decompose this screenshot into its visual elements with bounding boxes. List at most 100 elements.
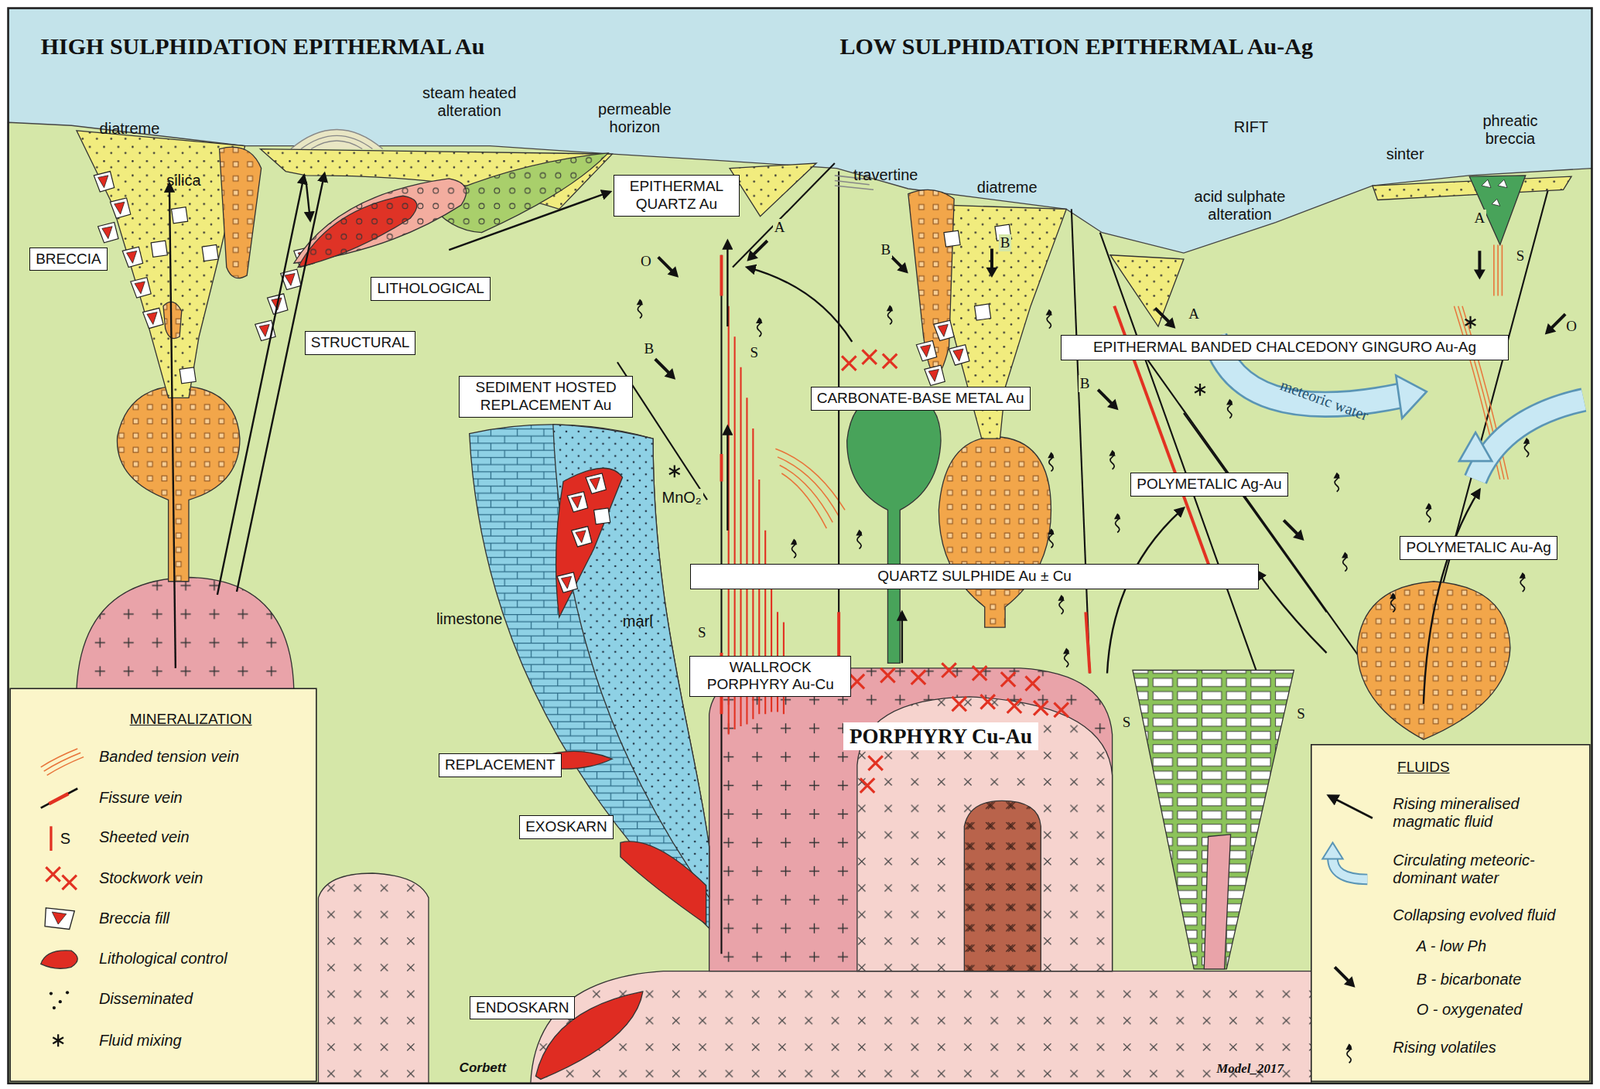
box-text: ENDOSKARN	[475, 999, 569, 1018]
legend-symbol	[1328, 796, 1373, 819]
stockwork	[861, 349, 876, 364]
place-label: travertine	[853, 166, 918, 185]
place-label: meteoric water	[1278, 376, 1371, 424]
rising-volatiles	[1108, 450, 1115, 470]
legend-symbol	[1332, 857, 1368, 880]
fluid-mixing-symbol	[1465, 316, 1477, 329]
batholith	[530, 971, 1312, 1084]
deposit-box: EXOSKARN	[519, 815, 614, 840]
collapsing-fluid-arrows	[655, 240, 1566, 541]
legend-label: Stockwork vein	[99, 869, 204, 888]
box-text: CARBONATE-BASE METAL Au	[817, 389, 1025, 408]
collapsing-fluid-arrows	[977, 249, 1006, 278]
legend-symbol	[1345, 1043, 1352, 1064]
stockwork	[1053, 703, 1068, 718]
legend-symbol	[41, 748, 84, 776]
porphyry-intrusion	[709, 668, 1113, 972]
breccia-clasts	[93, 171, 114, 192]
sediment-host	[585, 473, 606, 494]
batholith	[317, 873, 428, 1084]
central-veins	[719, 255, 723, 715]
fluid-letter: S	[1295, 705, 1307, 723]
rising-volatiles	[1425, 502, 1432, 523]
box-text: POLYMETALIC Au-Ag	[1405, 539, 1551, 558]
stockwork	[1025, 676, 1040, 691]
breccia-clasts	[93, 171, 315, 384]
rift-zone	[1071, 208, 1091, 674]
rift-zone	[1110, 255, 1184, 327]
box-text: QUARTZ SULPHIDE Au ± Cu	[698, 567, 1250, 586]
place-label: marl	[622, 612, 653, 631]
fluid-arrows	[236, 173, 325, 592]
legend-label: Rising mineralised magmatic fluid	[1392, 795, 1582, 831]
box-text: LITHOLOGICAL	[376, 280, 484, 298]
central-diatreme	[916, 341, 937, 362]
deposit-box: WALLROCK PORPHYRY Au-Cu	[689, 656, 852, 698]
collapsing-fluid-arrows	[1097, 389, 1118, 411]
legend-symbol	[41, 789, 78, 809]
collapsing-fluid-arrows	[1465, 250, 1495, 280]
fluid-letter: S	[1514, 247, 1527, 265]
meteoric-water-arrows	[1475, 400, 1584, 480]
credit: Model_2017	[1216, 1061, 1284, 1077]
collapsing-fluid-arrows	[1283, 520, 1304, 541]
fluid-arrows	[726, 240, 729, 327]
legend-symbol	[52, 1034, 64, 1047]
rising-volatiles	[1523, 437, 1530, 458]
fluid-arrows	[901, 611, 903, 664]
rising-volatiles	[1389, 592, 1396, 612]
central-diatreme	[908, 189, 954, 376]
legend-symbol	[41, 748, 1373, 1064]
legend-label: Fissure vein	[99, 789, 183, 807]
fluid-letter: O	[639, 252, 653, 271]
stockwork	[882, 354, 897, 369]
stockwork	[880, 668, 895, 683]
stockwork	[972, 666, 987, 681]
legend-label: Rising volatiles	[1392, 1039, 1582, 1057]
central-veins	[837, 171, 840, 674]
stockwork	[850, 674, 865, 689]
rift-zone	[1203, 834, 1231, 970]
fluid-arrows	[1423, 489, 1481, 705]
fluid-arrows	[169, 173, 1480, 705]
rising-volatiles	[1063, 648, 1070, 668]
legend-symbol	[61, 875, 76, 890]
legend-label: Sheeted vein	[99, 828, 190, 847]
stockwork	[1007, 698, 1022, 713]
legend-label: Lithological control	[99, 950, 228, 968]
stockwork	[980, 694, 995, 709]
box-text: SEDIMENT HOSTED REPLACEMENT Au	[464, 379, 626, 415]
legend-symbol	[48, 793, 69, 804]
central-diatreme	[949, 345, 970, 366]
legend-symbol	[51, 912, 66, 925]
fluid-letter: B	[998, 234, 1012, 252]
box-text: STRUCTURAL	[311, 334, 411, 353]
box-text: REPLACEMENT	[444, 756, 556, 775]
legend-symbol	[65, 991, 69, 995]
box-text: WALLROCK PORPHYRY Au-Cu	[695, 659, 845, 695]
stockwork	[868, 755, 883, 770]
fluid-arrows	[217, 175, 305, 595]
rising-volatiles	[1226, 399, 1233, 419]
legend-label: Disseminated	[99, 990, 193, 1009]
sediment-host	[469, 424, 710, 929]
rift-zone	[1481, 179, 1508, 206]
place-label: S	[60, 830, 71, 848]
stockwork	[911, 670, 926, 685]
rising-volatiles	[790, 538, 797, 558]
stockwork	[860, 778, 875, 793]
central-veins	[775, 448, 845, 529]
rift-zone	[1469, 175, 1526, 246]
collapsing-fluid-arrows	[1545, 314, 1566, 335]
legend-symbol	[1332, 857, 1368, 880]
legend-label: O - oxygenated	[1416, 1001, 1523, 1019]
legend-panel	[10, 688, 1590, 1082]
collapsing-fluid-arrows	[746, 240, 767, 261]
credit: Corbett	[459, 1060, 506, 1077]
collapsing-fluid-arrows	[655, 358, 676, 380]
meteoric-water-arrows	[1475, 400, 1584, 480]
meteoric-water-arrows	[1459, 432, 1492, 462]
breccia-clasts	[201, 245, 219, 262]
central-diatreme	[924, 365, 945, 386]
